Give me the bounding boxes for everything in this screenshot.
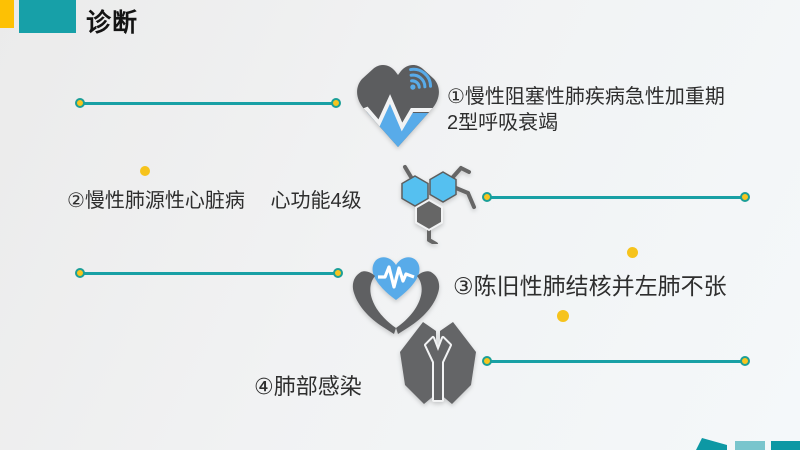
- connector-dot: [740, 356, 750, 366]
- corner-bar-dark: [771, 441, 800, 450]
- molecule-icon: [391, 158, 477, 244]
- smart-heart-icon: [352, 60, 444, 152]
- corner-arrow-shape: [696, 438, 727, 450]
- lungs-icon: [392, 316, 484, 408]
- connector-line-1: [75, 98, 341, 108]
- connector-dot: [482, 356, 492, 366]
- diagnosis-item-2-label: ②慢性肺源性心脏病 心功能4级: [67, 190, 362, 212]
- diagnosis-item-4-label: ④肺部感染: [254, 374, 362, 399]
- decor-dot: [140, 166, 150, 176]
- connector-dot: [333, 268, 343, 278]
- diagnosis-item-1-line1: ①慢性阻塞性肺疾病急性加重期: [447, 86, 725, 108]
- decor-dot: [627, 247, 638, 258]
- diagnosis-item-3-label: ③陈旧性肺结核并左肺不张: [453, 273, 727, 299]
- title-accent-teal: [19, 0, 76, 33]
- diagnosis-item-1-line2: 2型呼吸衰竭: [447, 112, 559, 134]
- connector-line-3: [75, 268, 343, 278]
- heart-in-hands-icon: [348, 240, 444, 336]
- diagnosis-item-1-label: ①慢性阻塞性肺疾病急性加重期 2型呼吸衰竭: [447, 84, 725, 136]
- connector-dot: [740, 192, 750, 202]
- connector-line-2: [482, 192, 750, 202]
- corner-decoration: [696, 438, 800, 450]
- connector-dot: [482, 192, 492, 202]
- corner-bar-light: [735, 441, 765, 450]
- connector-dot: [75, 98, 85, 108]
- connector-line-4: [482, 356, 750, 366]
- connector-dot: [75, 268, 85, 278]
- connector-dot: [331, 98, 341, 108]
- title-accent-yellow: [0, 0, 14, 28]
- decor-dot: [557, 310, 569, 322]
- slide-title: 诊断: [86, 9, 139, 37]
